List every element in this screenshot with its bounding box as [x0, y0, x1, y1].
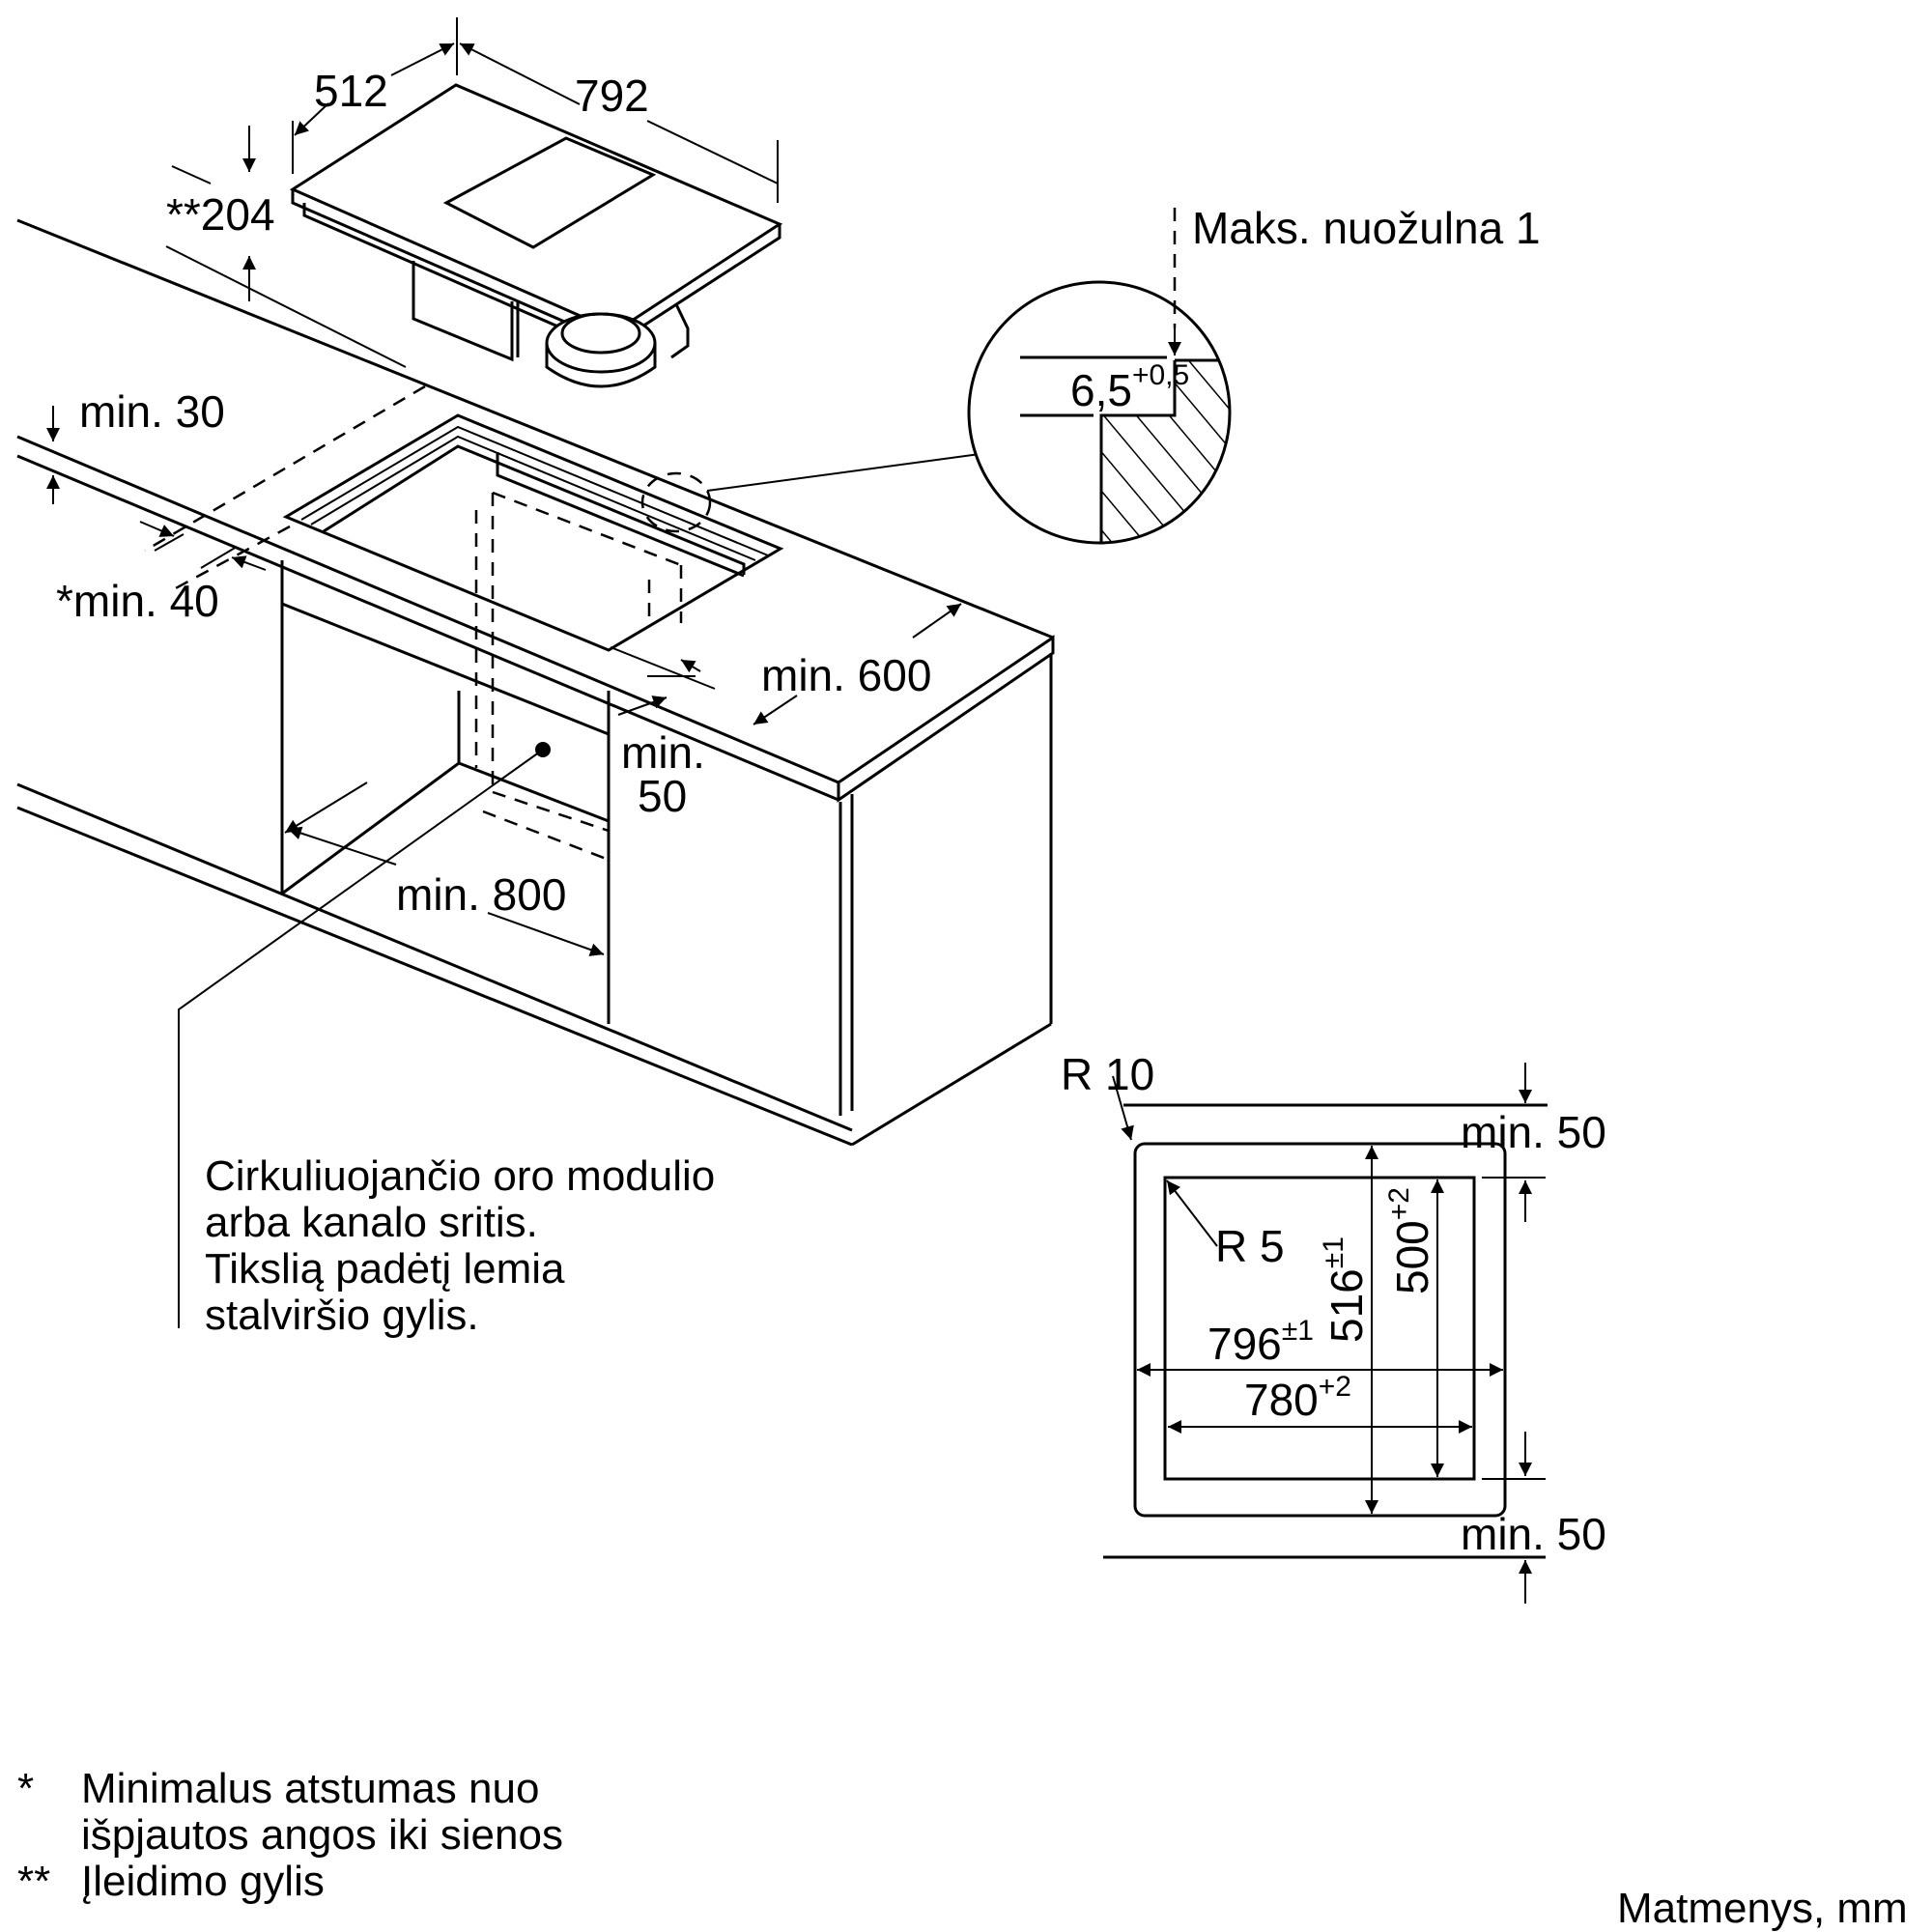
min-bottom-label: min. 50 — [1461, 1509, 1606, 1559]
min-cabinet-width: min. 800 — [396, 869, 566, 920]
countertop-dimensions — [46, 406, 962, 956]
outer-radius-label: R 10 — [1061, 1049, 1154, 1099]
callout-line: stalviršio gylis. — [205, 1292, 479, 1339]
outer-depth-label: 516±1 — [1318, 1236, 1372, 1343]
countertop-min-depth: min. 600 — [761, 650, 931, 700]
module-area-callout: Cirkuliuojančio oro modulio arba kanalo … — [205, 1152, 715, 1339]
inner-cutout — [1163, 1176, 1476, 1481]
footnote-text: Minimalus atstumas nuo — [81, 1765, 539, 1812]
slope-label: Maks. nuožulna 1 — [1192, 203, 1541, 253]
inner-radius-label: R 5 — [1215, 1221, 1285, 1271]
footnotes: * Minimalus atstumas nuo išpjautos angos… — [17, 1765, 563, 1905]
outer-width-label: 796±1 — [1208, 1315, 1314, 1369]
cutout-plan — [1103, 1063, 1548, 1604]
callout-line: Tikslią padėtį lemia — [205, 1245, 565, 1293]
hob-depth-label: 512 — [314, 66, 388, 116]
footnote-text: išpjautos angos iki sienos — [81, 1811, 563, 1859]
countertop — [16, 218, 1055, 803]
rebate-value: 6,5+0,5 — [1070, 359, 1189, 415]
countertop-min-thickness: min. 30 — [79, 386, 225, 437]
footnote-mark: ** — [17, 1858, 50, 1905]
inner-width-label: 780+2 — [1244, 1371, 1351, 1425]
callout-line: arba kanalo sritis. — [205, 1199, 538, 1246]
outer-cutout — [1133, 1142, 1507, 1518]
footnote-mark: * — [17, 1765, 34, 1812]
min-top-label: min. 50 — [1461, 1107, 1606, 1157]
min-front-distance-line2: 50 — [638, 771, 687, 821]
rebate-detail — [640, 208, 1232, 545]
callout-line: Cirkuliuojančio oro modulio — [205, 1152, 715, 1200]
hob-height-label: **204 — [166, 189, 275, 240]
hob-dimensions — [165, 17, 779, 368]
footnote-text: Įleidimo gylis — [81, 1858, 325, 1905]
hob-cooking-zone — [442, 136, 657, 249]
hob-width-label: 792 — [575, 71, 649, 121]
min-wall-distance: *min. 40 — [56, 576, 219, 626]
inner-depth-label: 500+2 — [1383, 1187, 1437, 1294]
min-front-distance-line1: min. — [621, 727, 705, 778]
fan-icon — [545, 312, 657, 388]
cabinet — [16, 491, 1053, 1328]
units-label: Matmenys, mm — [1617, 1885, 1908, 1932]
hob-appliance — [289, 83, 783, 388]
